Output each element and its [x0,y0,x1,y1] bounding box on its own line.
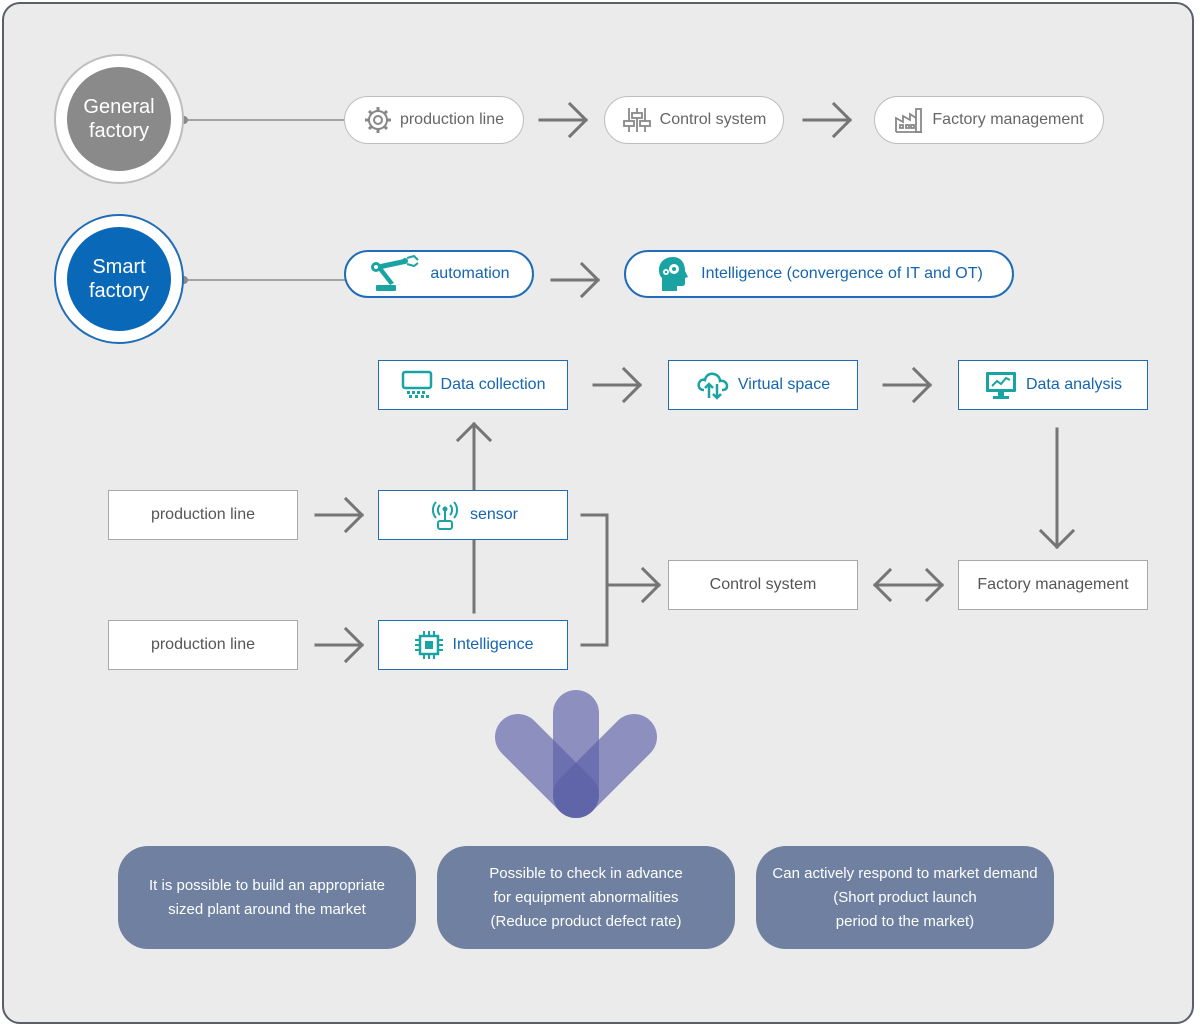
general-step-label: Factory management [932,111,1084,128]
production-line-label: production line [150,636,256,653]
arrow-general-1 [538,101,589,139]
arrow-analysis-down [1038,427,1076,550]
chevron-graphic [495,690,657,818]
intelligence-label: Intelligence [452,636,534,653]
arrow-general-2 [802,101,853,139]
factory-management-box: Factory management [958,560,1148,610]
smart-step-label: Intelligence (convergence of IT and OT) [701,265,983,282]
data-collection-icon [401,370,433,400]
sliders-icon [622,106,652,134]
sensor-icon [428,499,462,531]
smart-factory-ring: Smart factory [54,214,184,344]
production-line-box-2: production line [108,620,298,670]
sensor-box: sensor [378,490,568,540]
control-system-label: Control system [709,576,817,593]
benefit-box-2: Possible to check in advance for equipme… [437,846,735,949]
connector-layer [180,101,1076,818]
factory-management-label: Factory management [977,576,1129,593]
smart-factory-label: Smart factory [67,227,171,331]
arrow-virtual-to-analysis [882,366,933,404]
arrow-line2-to-intelligence [314,626,365,664]
arrow-collection-to-virtual [592,366,643,404]
production-line-box-1: production line [108,490,298,540]
cloud-sync-icon [696,370,730,400]
data-analysis-box: Data analysis [958,360,1148,410]
smart-step-label: automation [430,265,510,282]
arrow-sensor-up [455,421,493,492]
chip-icon [413,629,445,661]
bracket-to-control-system [580,513,662,647]
smart-step-automation: automation [344,250,534,298]
monitor-chart-icon [984,370,1018,400]
general-step-production-line: production line [344,96,524,144]
sensor-label: sensor [469,506,519,523]
general-step-label: Control system [659,111,767,128]
general-step-factory-management: Factory management [874,96,1104,144]
general-factory-label: General factory [67,67,171,171]
virtual-space-label: Virtual space [737,376,831,393]
data-analysis-label: Data analysis [1025,376,1123,393]
benefit-box-3: Can actively respond to market demand (S… [756,846,1054,949]
intelligence-box: Intelligence [378,620,568,670]
factory-icon [894,106,924,134]
brain-head-icon [655,255,693,293]
gear-icon [364,106,392,134]
robot-arm-icon [368,255,422,293]
general-step-control-system: Control system [604,96,784,144]
arrow-line1-to-sensor [314,496,365,534]
virtual-space-box: Virtual space [668,360,858,410]
arrow-control-factory-bidirectional [872,567,945,603]
arrow-smart-1 [550,261,601,299]
benefit-box-1: It is possible to build an appropriate s… [118,846,416,949]
production-line-label: production line [150,506,256,523]
data-collection-label: Data collection [440,376,546,393]
general-step-label: production line [399,111,505,128]
control-system-box: Control system [668,560,858,610]
data-collection-box: Data collection [378,360,568,410]
general-factory-ring: General factory [54,54,184,184]
smart-step-intelligence: Intelligence (convergence of IT and OT) [624,250,1014,298]
